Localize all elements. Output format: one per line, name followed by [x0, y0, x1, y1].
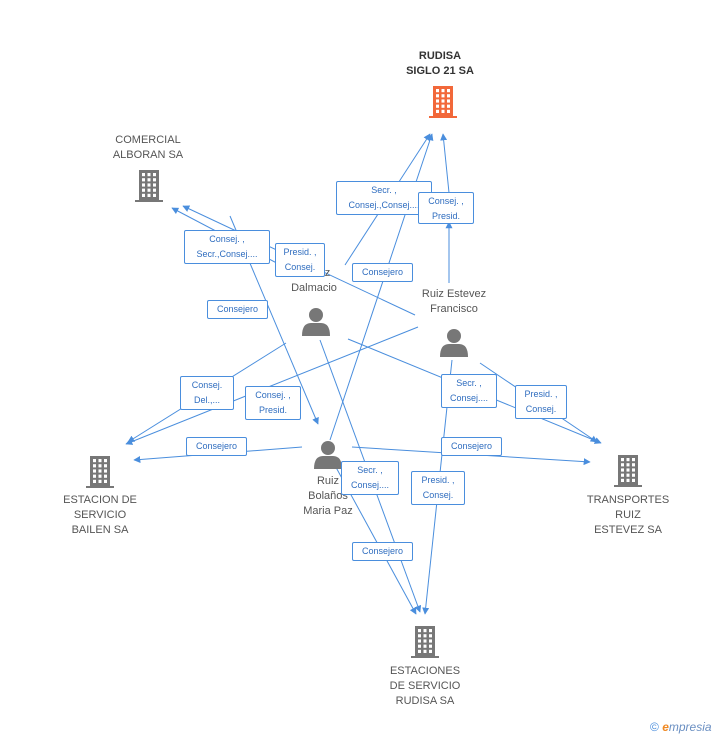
person-label-maria[interactable]: Ruiz Bolaños Maria Paz [303, 475, 353, 517]
brand-logo-text: mpresia [668, 720, 712, 734]
company-label-transportes[interactable]: TRANSPORTES RUIZ ESTEVEZ SA [586, 494, 670, 536]
relationship-label-14[interactable]: Presid. , Consej. [411, 471, 465, 505]
person-label-francisco[interactable]: Ruiz Estevez Francisco [421, 288, 487, 315]
company-label-estaciones[interactable]: ESTACIONES DE SERVICIO RUDISA SA [389, 665, 461, 707]
company-label-comercial[interactable]: COMERCIAL ALBORAN SA [112, 134, 184, 161]
relationship-label-2[interactable]: Consej. , Presid. [418, 192, 474, 224]
relationship-edge-8 [125, 326, 419, 445]
relationship-label-6[interactable]: Consejero [207, 300, 268, 319]
copyright-symbol: © [650, 720, 659, 734]
relationship-label-10[interactable]: Presid. , Consej. [515, 385, 567, 419]
building-icon-estaciones[interactable] [411, 626, 439, 658]
person-icon-maria[interactable] [314, 441, 342, 469]
relationship-label-13[interactable]: Secr. , Consej.... [341, 461, 399, 495]
building-icon-transportes[interactable] [614, 455, 642, 487]
building-icon-bailen[interactable] [86, 456, 114, 488]
building-icon-comercial[interactable] [135, 170, 163, 202]
company-label-rudisa[interactable]: RUDISA SIGLO 21 SA [406, 50, 474, 77]
relationship-label-9[interactable]: Secr. , Consej.... [441, 374, 497, 408]
company-label-bailen[interactable]: ESTACION DE SERVICIO BAILEN SA [63, 494, 137, 536]
relationship-label-5[interactable]: Consejero [352, 263, 413, 282]
relationship-label-3[interactable]: Consej. , Secr.,Consej.... [184, 230, 270, 264]
relationship-label-12[interactable]: Consejero [441, 437, 502, 456]
building-icon-rudisa[interactable] [429, 86, 457, 118]
relationship-label-4[interactable]: Presid. , Consej. [275, 243, 325, 277]
relationship-label-7[interactable]: Consej. Del.,... [180, 376, 234, 410]
person-icon-dalmacio[interactable] [302, 308, 330, 336]
relationship-label-8[interactable]: Consej. , Presid. [245, 386, 301, 420]
brand-watermark: © empresia [650, 720, 712, 734]
relationship-label-15[interactable]: Consejero [352, 542, 413, 561]
person-icon-francisco[interactable] [440, 329, 468, 357]
brand-logo-initial: e [662, 720, 669, 734]
relationship-label-11[interactable]: Consejero [186, 437, 247, 456]
